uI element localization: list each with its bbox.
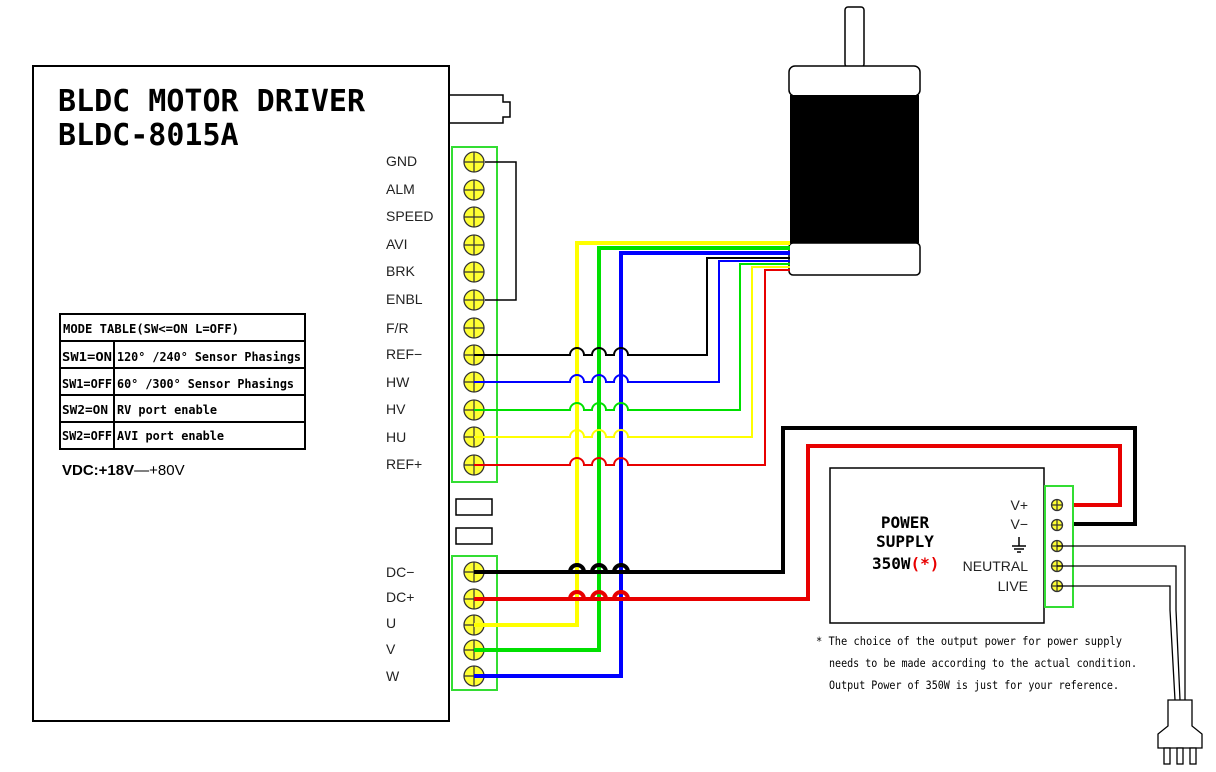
psu-terminal-live: LIVE [998,578,1028,594]
terminal-label-dc-minus: DC− [386,564,414,580]
wire-crossover-hop [591,457,607,466]
screw-terminal-icon [463,289,485,311]
screw-terminal-icon [463,179,485,201]
signal-terminal-block [451,146,498,483]
screw-terminal-icon [1050,518,1064,532]
screw-terminal-icon [463,151,485,173]
psu-terminal-neutral: NEUTRAL [963,558,1029,574]
mode-table-header: MODE TABLE(SW<=ON L=OFF) [63,321,239,336]
screw-terminal-icon [463,261,485,283]
terminal-label-ref-plus: REF+ [386,456,422,472]
wire-crossover-hop [612,563,630,573]
psu-terminal-vminus: V− [1010,516,1028,532]
hw-wire [474,260,790,383]
terminal-label-hu: HU [386,429,406,445]
mode-row-switch: SW1=ON [62,349,112,364]
terminal-label-hv: HV [386,401,406,417]
dc-power-wiring [474,426,1137,601]
terminal-label-dc-plus: DC+ [386,589,414,605]
mode-row-desc: 120° /240° Sensor Phasings [117,349,301,364]
psu-wattage: 350W(*) [872,554,939,573]
wire-crossover-hop [613,457,629,466]
power-supply-unit: POWER SUPPLY 350W(*) V+ V− NEUTRAL LIVE [816,467,1203,765]
wire-crossover-hop [568,563,586,573]
phase-w-wire [474,251,790,678]
driver-unit: BLDC MOTOR DRIVER BLDC-8015A MODE TABLE(… [32,65,517,722]
mode-row-desc: AVI port enable [117,428,224,443]
wire-crossover-hop [613,402,629,411]
motor-body [790,95,919,243]
mode-row-desc: 60° /300° Sensor Phasings [117,376,294,391]
wire-crossover-hop [591,347,607,356]
wire-crossover-hop [569,457,585,466]
mode-row-switch: SW1=OFF [62,376,112,391]
wire-crossover-hop [569,402,585,411]
mode-table: MODE TABLE(SW<=ON L=OFF) SW1=ON 120° /24… [59,313,306,450]
motor-front-flange [788,65,921,97]
ref-plus-wire [474,269,790,466]
bldc-motor [788,6,921,276]
psu-title: SUPPLY [876,532,934,551]
hall-sensor-wiring [474,257,790,466]
wire-crossover-hop [591,429,607,438]
hv-wire [474,263,790,411]
wire-crossover-hop [569,429,585,438]
phase-wiring [474,241,790,678]
screw-terminal-icon [1050,498,1064,512]
terminal-label-v: V [386,641,396,657]
heatsink-tab [449,94,511,124]
mode-row-switch: SW2=ON [62,402,108,417]
gnd-enbl-jumper [485,161,517,301]
terminal-label-alm: ALM [386,181,415,197]
screw-terminal-icon [463,317,485,339]
dip-switch-2 [455,527,493,545]
driver-model: BLDC-8015A [58,118,239,153]
wire-crossover-hop [590,563,608,573]
mode-row-switch: SW2=OFF [62,428,112,443]
motor-end-cap [788,242,921,276]
dc-plus-wire [474,444,1122,601]
wire-crossover-hop [569,347,585,356]
driver-title: BLDC MOTOR DRIVER [58,84,366,119]
terminal-label-fr: F/R [386,320,409,336]
screw-terminal-icon [463,234,485,256]
ac-cable [1057,545,1186,701]
screw-terminal-icon [463,206,485,228]
mode-row-desc: RV port enable [117,402,217,417]
ac-plug-icon [1157,699,1203,765]
wire-crossover-hop [568,590,586,600]
terminal-label-avi: AVI [386,236,408,252]
dc-minus-wire [474,426,1137,574]
wire-crossover-hop [612,590,630,600]
wire-crossover-hop [569,374,585,383]
vdc-range: VDC:+18V—+80V [62,462,185,479]
terminal-label-w: W [386,668,400,684]
terminal-label-u: U [386,615,396,631]
ground-icon [1012,537,1026,553]
wire-crossover-hop [591,402,607,411]
terminal-label-hw: HW [386,374,410,390]
psu-terminal-vplus: V+ [1010,497,1028,513]
power-supply-housing [829,467,1045,624]
psu-note-line: needs to be made according to the actual… [829,656,1137,670]
terminal-label-speed: SPEED [386,208,433,224]
terminal-label-ref-minus: REF− [386,346,422,362]
ref-minus-wire [474,257,790,356]
psu-note-line: Output Power of 350W is just for your re… [829,678,1119,692]
terminal-label-gnd: GND [386,153,417,169]
motor-shaft [844,6,865,68]
phase-u-wire [474,241,790,627]
wire-crossover-hop [613,429,629,438]
wire-crossover-hop [613,347,629,356]
dip-switch-1 [455,498,493,516]
wire-crossover-hop [590,590,608,600]
psu-note-line: * The choice of the output power for pow… [816,634,1122,648]
terminal-label-enbl: ENBL [386,291,423,307]
wire-crossover-hop [591,374,607,383]
psu-title: POWER [881,513,930,532]
phase-v-wire [474,246,790,652]
hu-wire [474,266,790,438]
terminal-label-brk: BRK [386,263,415,279]
wire-crossover-hop [613,374,629,383]
